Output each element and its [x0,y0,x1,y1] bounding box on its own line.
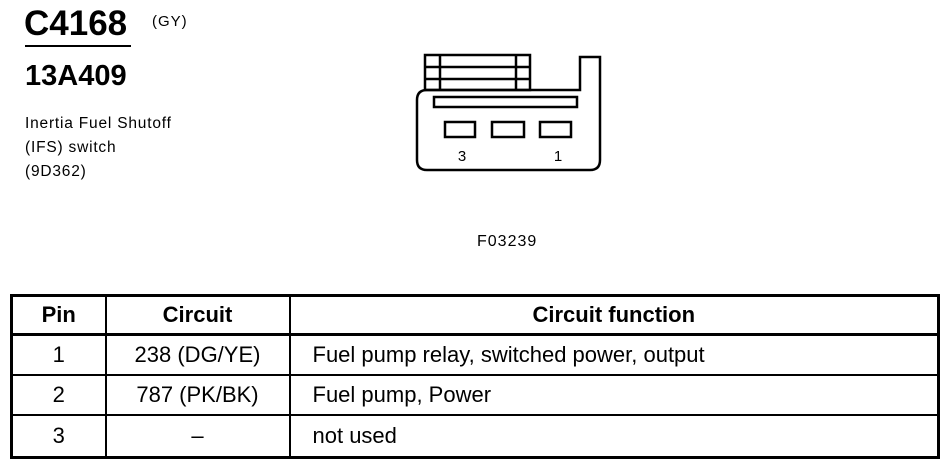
pin-cavity [538,120,573,139]
figure-id: F03239 [477,233,538,250]
column-header-function: Circuit function [288,294,940,336]
connector-color-code: (GY) [152,13,188,30]
description-line: Inertia Fuel Shutoff [25,115,172,132]
pin-function-table: Pin Circuit Circuit function 1 238 (DG/Y… [10,294,940,459]
circuit-cell: 238 (DG/YE) [104,333,291,376]
pin-cell: 1 [10,333,107,376]
function-cell: Fuel pump, Power [288,374,940,416]
pin-cell: 3 [10,414,107,459]
function-cell: Fuel pump relay, switched power, output [288,333,940,376]
table-row: 2 787 (PK/BK) Fuel pump, Power [10,374,940,416]
pin-cell: 2 [10,374,107,416]
connector-id: C4168 [24,4,128,43]
table-row: 3 – not used [10,414,940,459]
circuit-cell: 787 (PK/BK) [104,374,291,416]
harness-part-number: 13A409 [25,60,127,92]
circuit-cell: – [104,414,291,459]
connector-face-diagram: 3 1 [415,53,602,172]
terminal-position-bar [432,95,579,109]
column-header-circuit: Circuit [104,294,291,336]
table-header-row: Pin Circuit Circuit function [10,294,940,336]
table-row: 1 238 (DG/YE) Fuel pump relay, switched … [10,333,940,376]
function-cell: not used [288,414,940,459]
description-line: (IFS) switch [25,139,117,156]
component-description: Inertia Fuel Shutoff (IFS) switch (9D362… [25,112,172,184]
pin-cavity [443,120,477,139]
description-line: (9D362) [25,163,87,180]
pin-number-label: 3 [458,148,466,165]
column-header-pin: Pin [10,294,107,336]
locking-tab [423,53,532,92]
pin-number-label: 1 [554,148,562,165]
connector-body [415,55,602,172]
pin-cavity [490,120,526,139]
connector-id-underline [25,45,131,47]
